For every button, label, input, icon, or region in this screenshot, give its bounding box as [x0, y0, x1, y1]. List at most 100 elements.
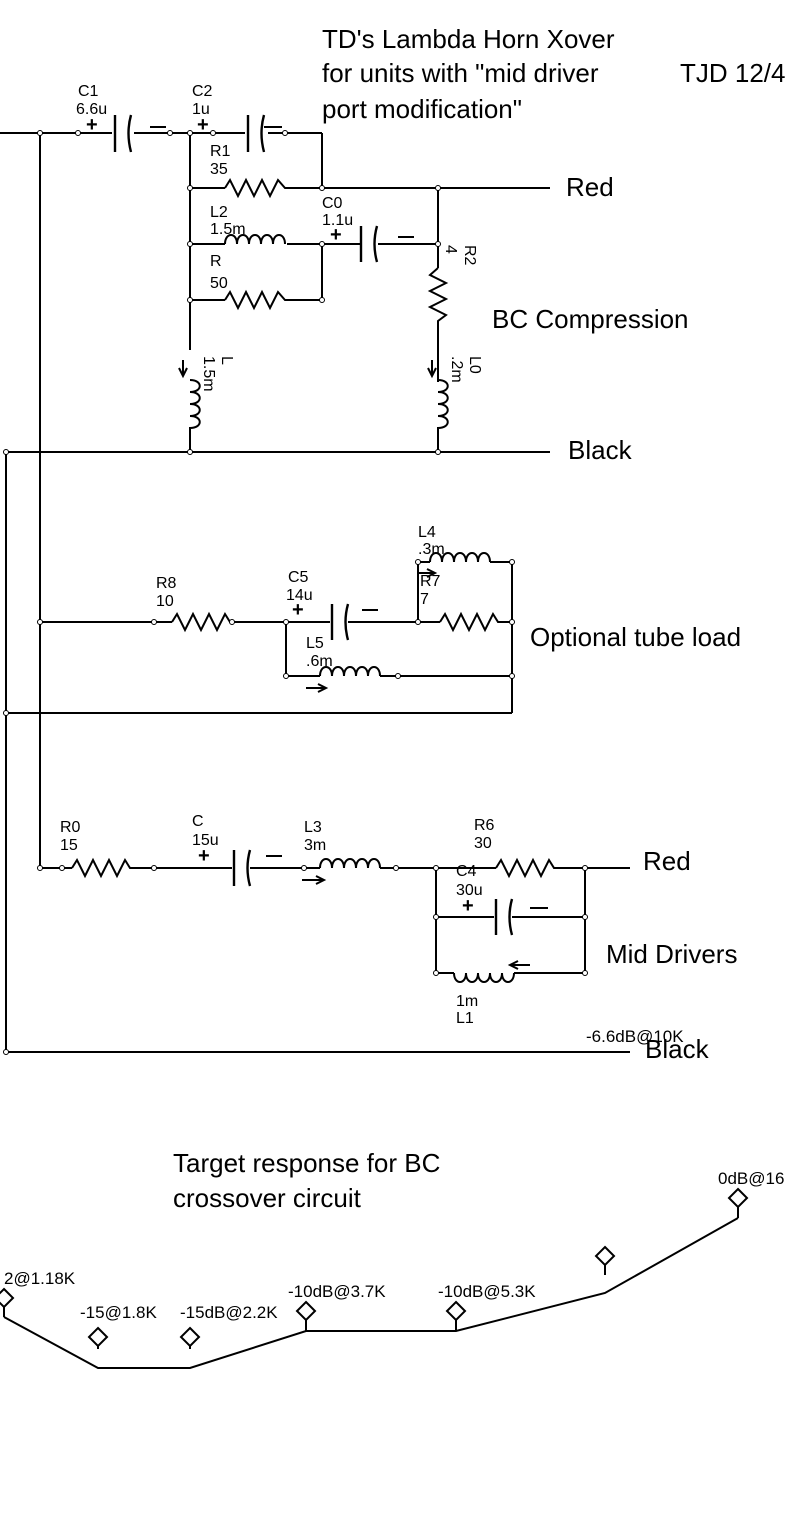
response-point-marker	[445, 1300, 467, 1322]
mid-section-wiring: + +	[6, 845, 630, 1053]
response-point-label: -15@1.8K	[80, 1303, 157, 1322]
r1-value: 35	[210, 161, 228, 178]
response-point: -15@1.8K	[80, 1303, 157, 1349]
l4-name: L4	[418, 524, 436, 541]
c1-value: 6.6u	[76, 101, 107, 118]
inductor-l0	[437, 379, 449, 432]
c5-value: 14u	[286, 587, 313, 604]
c2-value: 1u	[192, 101, 210, 118]
red-label-mid: Red	[643, 846, 691, 876]
junction-dot	[435, 449, 441, 455]
junction-dot	[433, 970, 439, 976]
tube-load-labels: R8 10 C5 14u L4 .3m R7 7 L5 .6m	[156, 524, 445, 670]
response-point-label: -10dB@5.3K	[438, 1282, 536, 1301]
inductor-l2	[224, 234, 286, 245]
inductor-l	[189, 379, 201, 432]
r-name: R	[210, 253, 222, 270]
c2-name: C2	[192, 83, 213, 100]
tube-load-wiring: +	[6, 552, 513, 714]
response-point: -10dB@3.7K	[288, 1282, 386, 1331]
response-point-marker	[87, 1326, 109, 1348]
red-label-top: Red	[566, 172, 614, 202]
r0-value: 15	[60, 837, 78, 854]
junction-dot	[319, 185, 325, 191]
c4-name: C4	[456, 863, 477, 880]
junction-dot	[582, 865, 588, 871]
r-value: 50	[210, 275, 228, 292]
resistor-r2	[427, 267, 449, 325]
junction-dot	[282, 130, 288, 136]
junction-dot	[435, 241, 441, 247]
l1-value: 1m	[456, 993, 478, 1010]
junction-dot	[151, 865, 157, 871]
l0-value: .2m	[448, 356, 465, 383]
response-point: -10dB@5.3K	[438, 1282, 536, 1331]
c5-name: C5	[288, 569, 309, 586]
capacitor-c2: +	[197, 114, 282, 153]
junction-dot	[3, 710, 9, 716]
title-block: TD's Lambda Horn Xover for units with "m…	[322, 24, 786, 124]
junction-dot	[283, 673, 289, 679]
junction-dot	[301, 865, 307, 871]
optional-tube-load-label: Optional tube load	[530, 622, 741, 652]
response-point-marker	[179, 1326, 201, 1348]
bc-section-wiring	[0, 132, 550, 1052]
junction-dot	[435, 185, 441, 191]
junction-dot	[210, 130, 216, 136]
c1-name: C1	[78, 83, 99, 100]
bc-compression-label: BC Compression	[492, 304, 689, 334]
response-point-marker	[594, 1245, 616, 1267]
black-label-top: Black	[568, 435, 633, 465]
title-line-3: port modification"	[322, 94, 522, 124]
title-line-1: TD's Lambda Horn Xover	[322, 24, 615, 54]
response-point-marker	[727, 1187, 749, 1209]
junction-dot	[509, 619, 515, 625]
response-point-label: -15dB@2.2K	[180, 1303, 278, 1322]
c-value: 15u	[192, 832, 219, 849]
junction-dot	[582, 914, 588, 920]
r6-value: 30	[474, 835, 492, 852]
r8-name: R8	[156, 575, 177, 592]
junction-dot	[151, 619, 157, 625]
junction-dot	[187, 241, 193, 247]
r6-name: R6	[474, 817, 495, 834]
response-point-label: 2@1.18K	[4, 1269, 76, 1288]
junction-dot	[415, 619, 421, 625]
response-point-label: -10dB@3.7K	[288, 1282, 386, 1301]
junction-dot	[59, 865, 65, 871]
l5-name: L5	[306, 635, 324, 652]
l-name: L	[218, 356, 235, 365]
junction-dot	[3, 1049, 9, 1055]
junction-dot	[229, 619, 235, 625]
l5-value: .6m	[306, 653, 333, 670]
c0-value: 1.1u	[322, 212, 353, 229]
l2-value: 1.5m	[210, 221, 246, 238]
l-value: 1.5m	[200, 356, 217, 392]
junction-dot	[187, 130, 193, 136]
c0-name: C0	[322, 195, 343, 212]
response-point-marker	[295, 1300, 317, 1322]
response-point-label: -6.6dB@10K	[586, 1027, 684, 1046]
r7-name: R7	[420, 573, 441, 590]
junction-nodes	[3, 130, 588, 1055]
r7-value: 7	[420, 591, 429, 608]
target-response: Target response for BC crossover circuit…	[0, 1027, 784, 1369]
junction-dot	[37, 130, 43, 136]
c4-value: 30u	[456, 882, 483, 899]
junction-dot	[433, 865, 439, 871]
response-point: -6.6dB@10K	[586, 1027, 684, 1275]
junction-dot	[37, 865, 43, 871]
r1-name: R1	[210, 143, 231, 160]
r0-name: R0	[60, 819, 81, 836]
svg-text:+: +	[292, 599, 304, 621]
l0-name: L0	[466, 356, 483, 374]
title-line-2: for units with "mid driver	[322, 58, 599, 88]
black-label-mid: Black	[645, 1034, 710, 1064]
junction-dot	[187, 449, 193, 455]
junction-dot	[3, 449, 9, 455]
capacitor-c1: +	[86, 114, 166, 153]
r2-name: R2	[461, 245, 478, 266]
svg-text:+: +	[197, 114, 209, 136]
junction-dot	[509, 559, 515, 565]
